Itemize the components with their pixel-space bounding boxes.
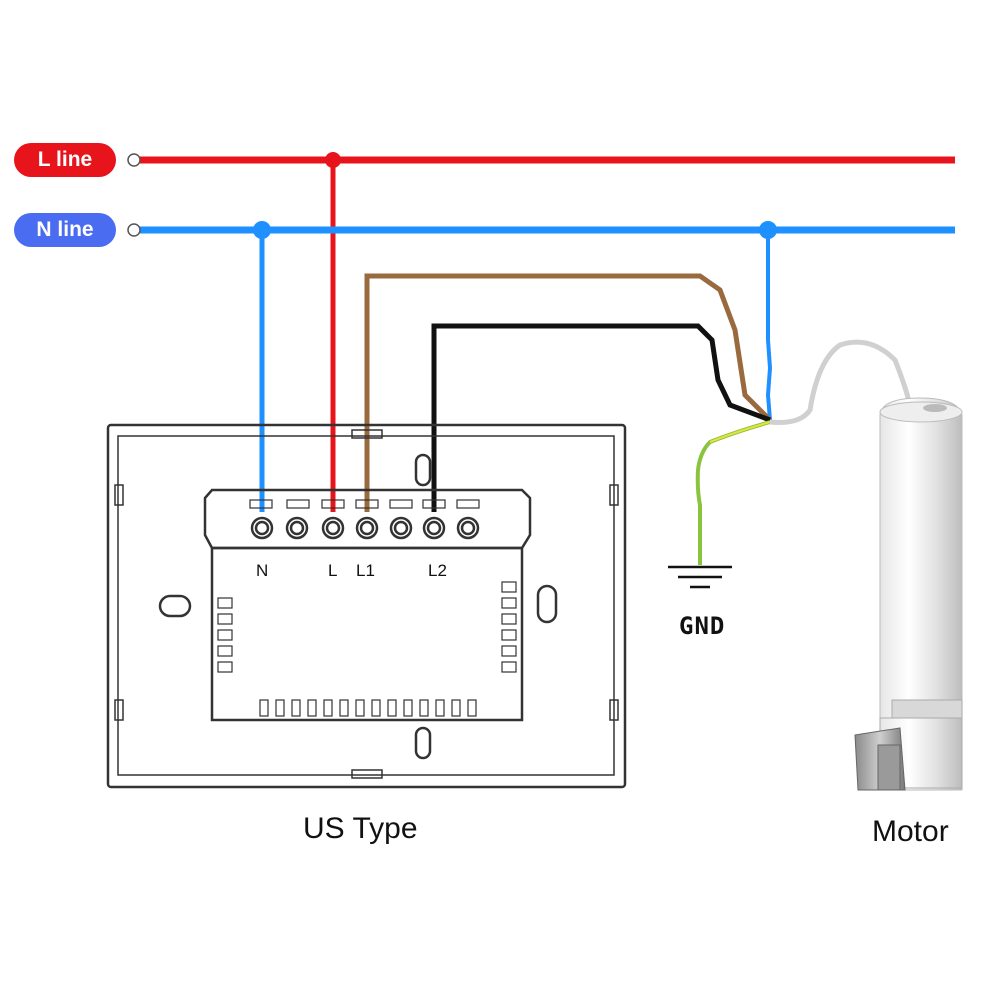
- l-line-label: L line: [14, 143, 116, 177]
- brown-wire-l1: [364, 273, 772, 512]
- ground-symbol: [668, 565, 732, 589]
- l-line-wire: [127, 152, 955, 512]
- terminal-label-n: N: [256, 561, 269, 580]
- terminal-label-l: L: [328, 561, 338, 580]
- earth-wire: [695, 420, 771, 565]
- terminal-label-l2: L2: [428, 561, 447, 580]
- motor-cable: [769, 339, 913, 425]
- black-wire-l2: [431, 323, 771, 512]
- gnd-label: GND: [679, 612, 726, 640]
- switch-plate: [106, 423, 627, 789]
- motor-label: Motor: [872, 815, 949, 848]
- n-line-label: N line: [14, 213, 116, 247]
- switch-type-label: US Type: [303, 812, 418, 845]
- motor-image: [854, 397, 963, 791]
- terminal-label-l1: L1: [356, 561, 375, 580]
- n-line-wire: [127, 221, 955, 512]
